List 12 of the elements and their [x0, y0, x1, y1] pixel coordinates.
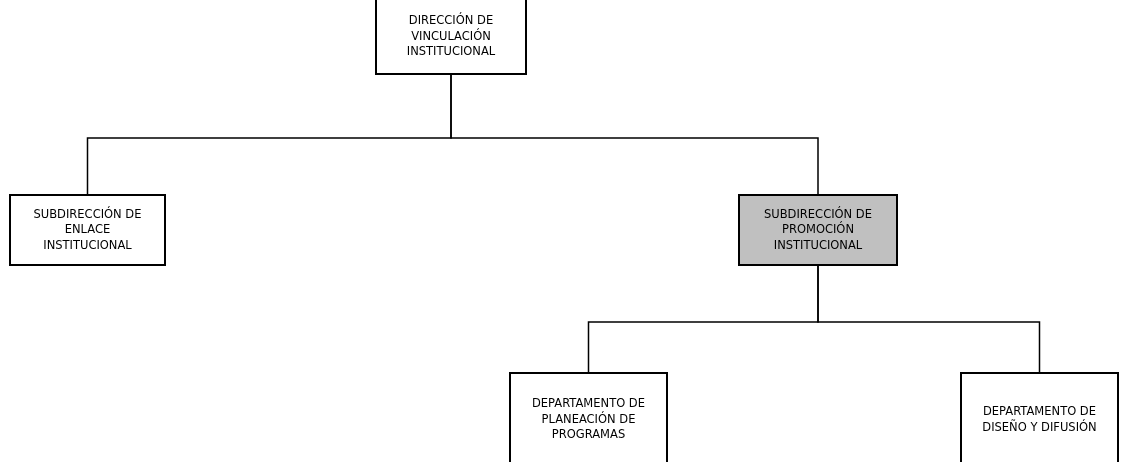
connector-line [450, 74, 819, 195]
org-box [509, 372, 668, 462]
box-label: SUBDIRECCIÓN DE PROMOCIÓN INSTITUCIONAL [763, 206, 873, 254]
org-box [9, 194, 166, 266]
org-box [738, 194, 898, 266]
box-label: DIRECCIÓN DE VINCULACIÓN INSTITUCIONAL [405, 13, 497, 60]
box-label: SUBDIRECCIÓN DE ENLACE INSTITUCIONAL [32, 206, 143, 254]
connector-line [817, 265, 1041, 373]
org-box [375, 0, 527, 75]
box-label: DEPARTAMENTO DE DISEÑO Y DIFUSIÓN [981, 404, 1098, 435]
org-box [960, 372, 1119, 462]
box-label: DEPARTAMENTO DE PLANEACIÓN DE PROGRAMAS [531, 396, 646, 443]
